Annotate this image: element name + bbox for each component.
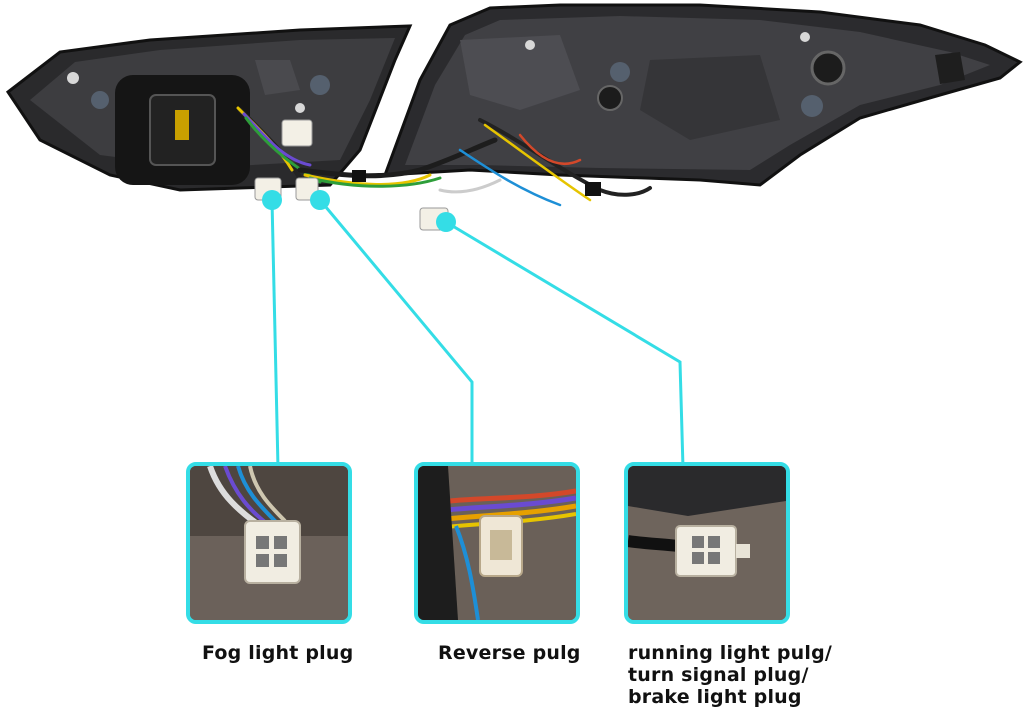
- bulb-socket: [810, 50, 846, 86]
- connector-plug: [281, 119, 313, 147]
- screw: [525, 40, 535, 50]
- running-callout-dot: [436, 212, 456, 232]
- running-leader-line: [445, 220, 685, 469]
- inline-connector: [585, 182, 601, 196]
- screw: [800, 32, 810, 42]
- outer-tail-light-housing: [382, 3, 1023, 187]
- reverse-callout-dot: [310, 190, 330, 210]
- mount-stud: [801, 95, 823, 117]
- mount-stud: [310, 75, 330, 95]
- reverse-leader-line: [318, 199, 474, 468]
- screw: [67, 72, 79, 84]
- reverse-plug-image: [418, 466, 576, 620]
- fog-leader-line: [270, 199, 280, 469]
- mount-stud: [91, 91, 109, 109]
- mount-stud: [610, 62, 630, 82]
- connector-plug: [675, 525, 737, 577]
- reverse-plug-caption: Reverse pulg: [438, 642, 581, 664]
- inline-connector: [352, 170, 366, 182]
- fog-callout-dot: [262, 190, 282, 210]
- brake-light-caption-line: brake light plug: [628, 686, 802, 708]
- socket-terminal: [175, 110, 189, 140]
- fog-plug-photo: [186, 462, 352, 624]
- turn-signal-caption-line: turn signal plug/: [628, 664, 809, 686]
- fog-plug-image: [190, 466, 348, 620]
- wiring-harness: [236, 106, 652, 207]
- running-plug-image: [628, 466, 786, 620]
- running-plug-caption: running light pulg/ turn signal plug/ br…: [628, 642, 832, 708]
- connector-plug: [244, 520, 301, 584]
- running-plug-caption-line: running light pulg/: [628, 642, 833, 664]
- running-plug-photo: [624, 462, 790, 624]
- callout-leaders: [270, 199, 685, 469]
- inner-tail-light-housing: [5, 24, 413, 192]
- screw: [295, 103, 305, 113]
- fog-plug-caption: Fog light plug: [202, 642, 354, 664]
- reverse-plug-photo: [414, 462, 580, 624]
